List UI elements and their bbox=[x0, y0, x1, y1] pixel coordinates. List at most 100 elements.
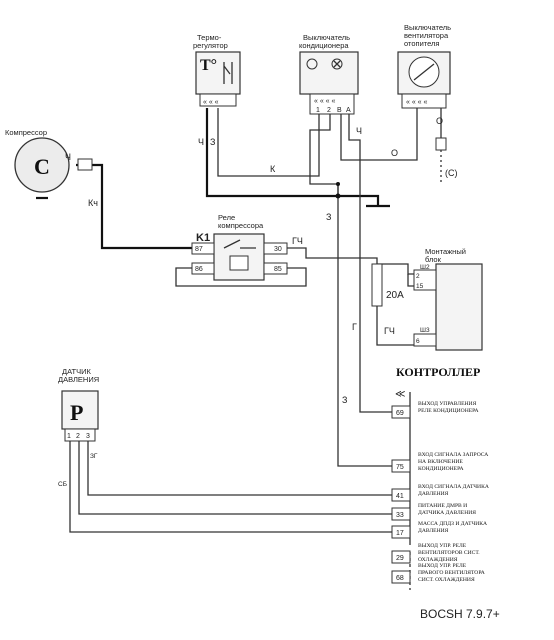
sensor-title-2: ДАВЛЕНИЯ bbox=[58, 375, 99, 384]
controller-pin-description: ВЕНТИЛЯТОРОВ СИСТ. bbox=[418, 550, 480, 556]
junction-dot bbox=[335, 193, 341, 199]
controller-pin-number: 29 bbox=[396, 555, 404, 562]
heater-wire-o-label: О bbox=[436, 116, 443, 126]
relay-pin-85-box bbox=[263, 262, 288, 275]
thermo-regulator: Термо- регулятор T° « « « Ч З bbox=[193, 33, 241, 147]
relay-pin-30-box bbox=[263, 242, 288, 255]
thermo-body bbox=[195, 51, 241, 95]
controller-pin-number: 17 bbox=[396, 530, 404, 537]
controller-arrow-icon: ≪ bbox=[395, 389, 405, 400]
relay-pin-87: 87 bbox=[195, 246, 203, 253]
controller-pin-description: ДАВЛЕНИЯ bbox=[418, 491, 449, 497]
thermo-title-2: регулятор bbox=[193, 41, 228, 50]
ac-wire-k-label: К bbox=[270, 164, 276, 174]
wire-green-controller bbox=[337, 184, 392, 467]
fuse-wire-gch-label: ГЧ bbox=[384, 326, 395, 336]
relay-wire-gch-label: ГЧ bbox=[292, 236, 303, 246]
heater-pin-arrows: « « « « bbox=[406, 99, 428, 106]
fuse-label: 20A bbox=[386, 290, 404, 301]
ac-pin-a: A bbox=[346, 107, 351, 114]
controller-pin-number: 75 bbox=[396, 464, 404, 471]
wire-thermo-ground bbox=[205, 108, 380, 206]
block-body bbox=[435, 263, 483, 351]
lamp-cross-icon bbox=[333, 60, 341, 68]
controller-title: КОНТРОЛЛЕР bbox=[396, 365, 480, 379]
wire-relay-86 bbox=[175, 267, 307, 287]
fuse: 20A Г ГЧ bbox=[352, 263, 404, 336]
block-connector-sh2-box bbox=[413, 269, 437, 291]
block-pin-6: 6 bbox=[416, 338, 420, 345]
ac-pin-1: 1 bbox=[316, 107, 320, 114]
sensor-symbol: P bbox=[70, 400, 83, 425]
compressor-wire-ch-label: Ч bbox=[65, 152, 71, 162]
sensor-pin-1: 1 bbox=[67, 433, 71, 440]
controller-pin-description: МАССА ДПДЗ И ДАТЧИКА bbox=[418, 521, 487, 527]
sensor-wire-sb-label: СБ bbox=[58, 481, 67, 488]
relay-pin-86: 86 bbox=[195, 266, 203, 273]
relay-pin-86-box bbox=[191, 262, 215, 275]
controller-pin-description: ВЫХОД УПР. РЕЛЕ bbox=[418, 563, 467, 569]
controller-wire-z-label: З bbox=[342, 395, 347, 405]
ac-wire-ch-label: Ч bbox=[356, 126, 362, 136]
controller-pin-box bbox=[391, 405, 411, 419]
wire-o bbox=[340, 108, 418, 161]
block-title-1: Монтажный bbox=[425, 247, 466, 256]
relay-ref: K1 bbox=[196, 232, 210, 244]
thermo-wire-ch-label: Ч bbox=[198, 137, 204, 147]
heater-plug bbox=[435, 137, 447, 151]
relay-title-2: компрессора bbox=[218, 221, 264, 230]
wire-sensor-17 bbox=[69, 441, 392, 533]
wire-sensor-41 bbox=[87, 441, 392, 496]
thermo-contact-icon bbox=[223, 62, 233, 84]
relay-pin-30: 30 bbox=[274, 246, 282, 253]
relay-pin-85: 85 bbox=[274, 266, 282, 273]
controller-pin-number: 33 bbox=[396, 512, 404, 519]
controller-pin-description: ДАТЧИКА ДАВЛЕНИЯ bbox=[418, 510, 476, 516]
controller-pin-box bbox=[391, 550, 411, 564]
controller-pin-box bbox=[391, 507, 411, 521]
heater-fan-switch: Выключатель вентилятора отопителя « « « … bbox=[397, 23, 458, 178]
junction-dot-2 bbox=[336, 182, 340, 186]
block-pin-15: 15 bbox=[416, 283, 424, 290]
relay-title-1: Реле bbox=[218, 213, 235, 222]
controller-pin-number: 68 bbox=[396, 575, 404, 582]
wire-fuse-block bbox=[376, 305, 418, 346]
pressure-sensor: ДАТЧИК ДАВЛЕНИЯ P 1 2 3 ЗГ СБ bbox=[58, 367, 99, 488]
controller-pin-description: ДАВЛЕНИЯ bbox=[418, 528, 449, 534]
ac-pin-b: B bbox=[337, 107, 342, 114]
fuse-wire-g-label: Г bbox=[352, 322, 357, 332]
ac-pin-2: 2 bbox=[327, 107, 331, 114]
wire-block-2 bbox=[377, 263, 414, 275]
controller-pin-description: ВЫХОД УПРАВЛЕНИЯ bbox=[418, 401, 477, 407]
compressor-relay: Реле компрессора K1 87 86 30 85 ГЧ bbox=[191, 213, 303, 281]
compressor-body bbox=[14, 137, 70, 193]
thermo-title-1: Термо- bbox=[197, 33, 222, 42]
controller-pin-description: ПИТАНИЕ ДМРВ И bbox=[418, 503, 467, 509]
wire-sensor-33 bbox=[78, 441, 392, 515]
controller-pin-description: НА ВКЛЮЧЕНИЕ bbox=[418, 459, 463, 465]
relay-coil-icon bbox=[229, 255, 249, 271]
ac-switch-connector bbox=[309, 93, 355, 115]
ac-wire-o-label: О bbox=[391, 148, 398, 158]
sensor-wire-zg-label: ЗГ bbox=[90, 453, 98, 460]
version-label: BOCSH 7.9.7+ bbox=[420, 607, 500, 621]
junction-wire-z-label: З bbox=[326, 212, 331, 222]
compressor-connector bbox=[77, 158, 93, 171]
controller-pin-box bbox=[391, 459, 411, 473]
wire-block-15 bbox=[407, 274, 414, 287]
controller-pin-description: ОХЛАЖДЕНИЯ bbox=[418, 557, 458, 563]
wire-ch-junction bbox=[309, 108, 339, 196]
knob-pointer-icon bbox=[413, 63, 435, 81]
controller-pin-description: ВЫХОД УПР. РЕЛЕ bbox=[418, 543, 467, 549]
controller-pin-description: ВХОД СИГНАЛА ЗАПРОСА bbox=[418, 452, 488, 458]
mounting-block: Монтажный блок Ш2 2 15 Ш3 6 bbox=[413, 247, 483, 351]
relay-pin-87-box bbox=[191, 242, 215, 255]
thermo-symbol: T° bbox=[200, 57, 217, 74]
snowflake-icon bbox=[306, 58, 318, 70]
controller-pin-box bbox=[391, 570, 411, 584]
thermo-pin-arrows: « « « bbox=[203, 99, 219, 106]
heater-connector bbox=[401, 93, 447, 109]
heater-title-1: Выключатель bbox=[404, 23, 451, 32]
